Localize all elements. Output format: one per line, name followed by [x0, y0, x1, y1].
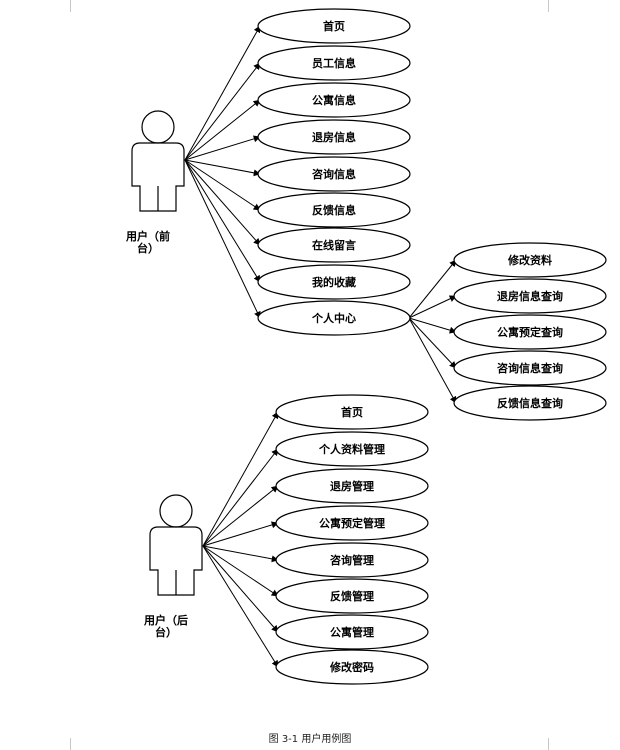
- arrow-back-2: [202, 485, 279, 547]
- arrow-personal-center-3: [408, 317, 457, 369]
- arrow-personal-center-1: [408, 295, 457, 319]
- arrow-front-7: [184, 159, 261, 283]
- use-case-back-0-label: 首页: [341, 405, 363, 419]
- use-case-front-6-label: 在线留言: [312, 238, 356, 252]
- use-case-personal-center-3-label: 咨询信息查询: [497, 361, 563, 375]
- corner-mark-bottom-left: [58, 738, 71, 750]
- use-case-back-0-ellipse: [275, 394, 429, 430]
- use-case-front-5-ellipse: [257, 192, 411, 228]
- actor-back-head: [159, 494, 193, 528]
- use-case-personal-center-4-label: 反馈信息查询: [497, 396, 563, 410]
- use-case-front-2-ellipse: [257, 82, 411, 118]
- use-case-back-7-label: 修改密码: [329, 660, 374, 674]
- arrow-front-5: [184, 159, 261, 211]
- actor-front-body: [131, 142, 185, 212]
- use-case-front-4-label: 咨询信息: [312, 167, 356, 181]
- arrow-back-5: [202, 545, 279, 597]
- use-case-front-2-label: 公寓信息: [312, 93, 356, 107]
- use-case-ellipses: 首页员工信息公寓信息退房信息咨询信息反馈信息在线留言我的收藏个人中心修改资料退房…: [257, 8, 607, 685]
- arrow-back-1: [202, 448, 279, 547]
- actor-front-head: [141, 110, 175, 144]
- arrow-front-8: [184, 159, 261, 319]
- use-case-front-0-ellipse: [257, 8, 411, 44]
- use-case-back-2-label: 退房管理: [330, 479, 374, 493]
- use-case-front-5-label: 反馈信息: [312, 203, 356, 217]
- corner-mark-top-left: [58, 0, 71, 12]
- use-case-back-3-ellipse: [275, 505, 429, 541]
- use-case-personal-center-3-ellipse: [453, 350, 607, 386]
- arrow-front-6: [184, 159, 261, 246]
- use-case-back-1-ellipse: [275, 431, 429, 467]
- association-arrows: [184, 25, 457, 668]
- use-case-front-3-label: 退房信息: [312, 130, 356, 144]
- arrow-back-7: [202, 545, 279, 668]
- use-case-personal-center-1-label: 退房信息查询: [497, 289, 563, 303]
- arrow-front-0: [184, 25, 261, 161]
- use-case-front-8-ellipse: [257, 300, 411, 336]
- arrow-personal-center-4: [408, 317, 457, 404]
- actor-back-label-line2: 台）: [155, 625, 177, 639]
- use-case-personal-center-1-ellipse: [453, 278, 607, 314]
- use-case-back-7-ellipse: [275, 649, 429, 685]
- use-case-back-1-label: 个人资料管理: [318, 442, 385, 456]
- use-case-front-1-label: 员工信息: [312, 56, 356, 70]
- use-case-front-6-ellipse: [257, 227, 411, 263]
- actor-back-body: [149, 526, 203, 596]
- arrow-personal-center-2: [408, 317, 457, 334]
- arrow-back-0: [202, 411, 279, 547]
- use-case-front-3-ellipse: [257, 119, 411, 155]
- corner-mark-bottom-right: [548, 738, 561, 750]
- arrow-front-1: [184, 62, 261, 161]
- use-case-back-4-label: 咨询管理: [330, 553, 374, 567]
- actor-front: 用户（前 台）: [126, 110, 185, 255]
- arrow-front-4: [184, 159, 261, 177]
- actor-back-label-line1: 用户（后: [144, 613, 188, 627]
- use-case-front-0-label: 首页: [323, 19, 345, 33]
- use-case-personal-center-2-label: 公寓预定查询: [497, 325, 563, 339]
- use-case-personal-center-2-ellipse: [453, 314, 607, 350]
- actor-front-label-line2: 台）: [137, 241, 159, 255]
- use-case-front-4-ellipse: [257, 156, 411, 192]
- use-case-back-5-ellipse: [275, 578, 429, 614]
- arrow-personal-center-0: [408, 259, 457, 319]
- use-case-back-3-label: 公寓预定管理: [319, 516, 385, 530]
- use-case-personal-center-0-label: 修改资料: [507, 253, 552, 267]
- use-case-back-6-ellipse: [275, 614, 429, 650]
- arrow-back-3: [202, 521, 279, 547]
- arrow-front-2: [184, 99, 261, 161]
- use-case-back-4-ellipse: [275, 542, 429, 578]
- use-case-front-1-ellipse: [257, 45, 411, 81]
- use-case-front-7-ellipse: [257, 264, 411, 300]
- use-case-back-2-ellipse: [275, 468, 429, 504]
- arrow-back-4: [202, 545, 279, 563]
- use-case-back-6-label: 公寓管理: [330, 625, 374, 639]
- figure-caption: 图 3-1 用户用例图: [268, 734, 352, 745]
- use-case-front-8-label: 个人中心: [311, 311, 356, 325]
- corner-mark-top-right: [548, 0, 561, 12]
- actor-front-label-line1: 用户（前: [126, 229, 170, 243]
- use-case-personal-center-0-ellipse: [453, 242, 607, 278]
- use-case-personal-center-4-ellipse: [453, 385, 607, 421]
- actor-back: 用户（后 台）: [144, 494, 203, 639]
- use-case-front-7-label: 我的收藏: [312, 275, 356, 289]
- arrow-back-6: [202, 545, 279, 633]
- arrow-front-3: [184, 135, 261, 161]
- use-case-back-5-label: 反馈管理: [330, 589, 374, 603]
